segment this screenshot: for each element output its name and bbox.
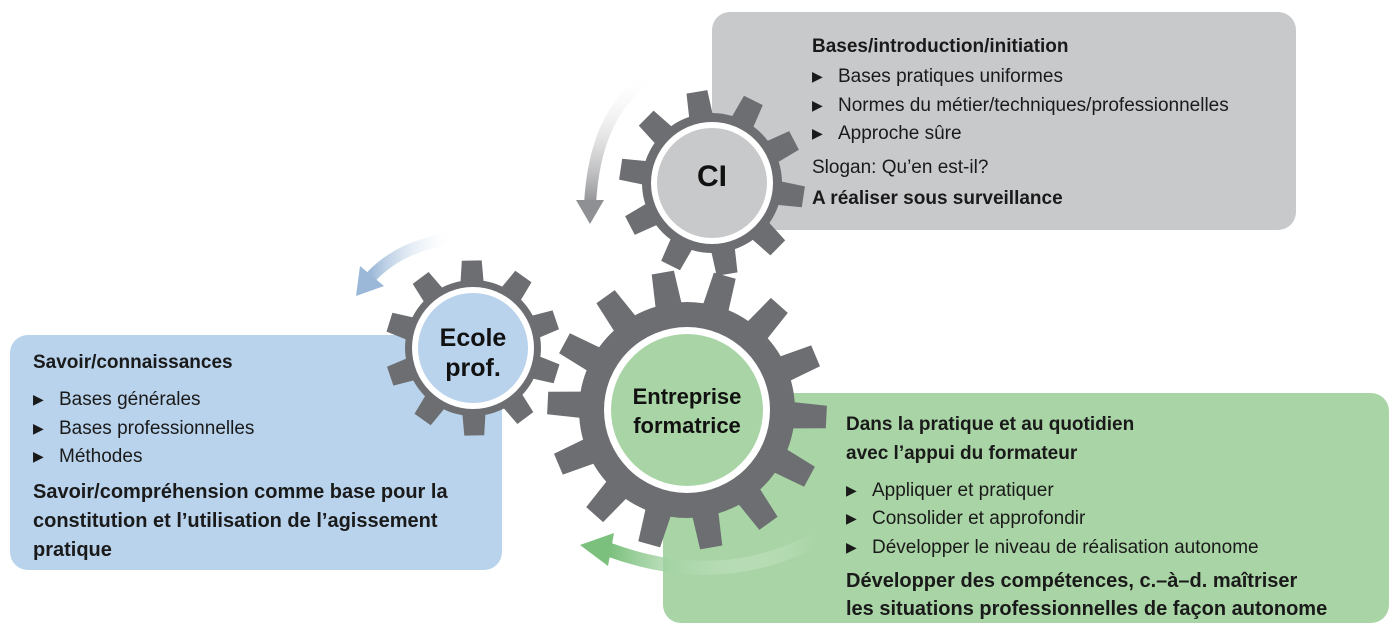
company-bullet-3: Développer le niveau de réalisation auto… [846, 537, 1259, 559]
company-heading-line-1: Dans la pratique et au quotidien [846, 414, 1135, 435]
school-arrowhead [356, 266, 384, 296]
rotation-arrows [356, 66, 822, 575]
company-gear [547, 270, 827, 550]
company-conclusion-line-1: Développer des compétences, c.–à–d. maît… [846, 570, 1298, 592]
company-gear-label: Entreprise formatrice [612, 382, 762, 440]
ci-bullet-3: Approche sûre [812, 123, 962, 145]
ci-bullet-1: Bases pratiques uniformes [812, 66, 1063, 88]
school-gear-label-line1: Ecole [439, 324, 507, 352]
company-bullet-2: Consolider et approfondir [846, 508, 1085, 530]
company-rotation-arrow [603, 533, 822, 575]
ci-gear-label: CI [697, 160, 727, 193]
company-heading-line-2: avec l’appui du formateur [846, 443, 1078, 464]
school-gear-label-line2: prof. [445, 354, 501, 382]
company-bullet-1: Appliquer et pratiquer [846, 480, 1054, 502]
school-conclusion-line-2: constitution et l’utilisation de l’agiss… [33, 510, 438, 532]
ci-rotation-arrow [584, 66, 664, 211]
school-bullet-1: Bases générales [33, 389, 201, 411]
school-conclusion-line-3: pratique [33, 539, 112, 561]
ci-slogan: Slogan: Qu’en est-il? [812, 157, 989, 178]
ci-gear [619, 90, 805, 276]
ci-heading: Bases/introduction/initiation [812, 36, 1069, 57]
ci-info-box [712, 12, 1296, 230]
company-gear-hub [611, 334, 763, 486]
ci-arrowhead [576, 200, 604, 224]
school-conclusion-line-1: Savoir/compréhension comme base pour la [33, 481, 448, 503]
school-gear-label: Ecole prof. [418, 323, 528, 383]
ci-conclusion: A réaliser sous surveillance [812, 188, 1063, 209]
school-gear-hub [418, 293, 528, 403]
company-conclusion-line-2: les situations professionnelles de façon… [846, 598, 1328, 620]
school-bullet-2: Bases professionnelles [33, 418, 254, 440]
school-bullet-3: Méthodes [33, 446, 142, 468]
company-gear-label-line1: Entreprise [632, 384, 742, 409]
ci-bullet-2: Normes du métier/techniques/professionne… [812, 95, 1229, 117]
ci-gear-hub [657, 128, 767, 238]
company-gear-label-line2: formatrice [633, 413, 741, 438]
company-arrowhead [580, 533, 614, 566]
school-rotation-arrow [364, 232, 461, 284]
school-gear [386, 260, 560, 436]
school-heading: Savoir/connaissances [33, 352, 233, 373]
